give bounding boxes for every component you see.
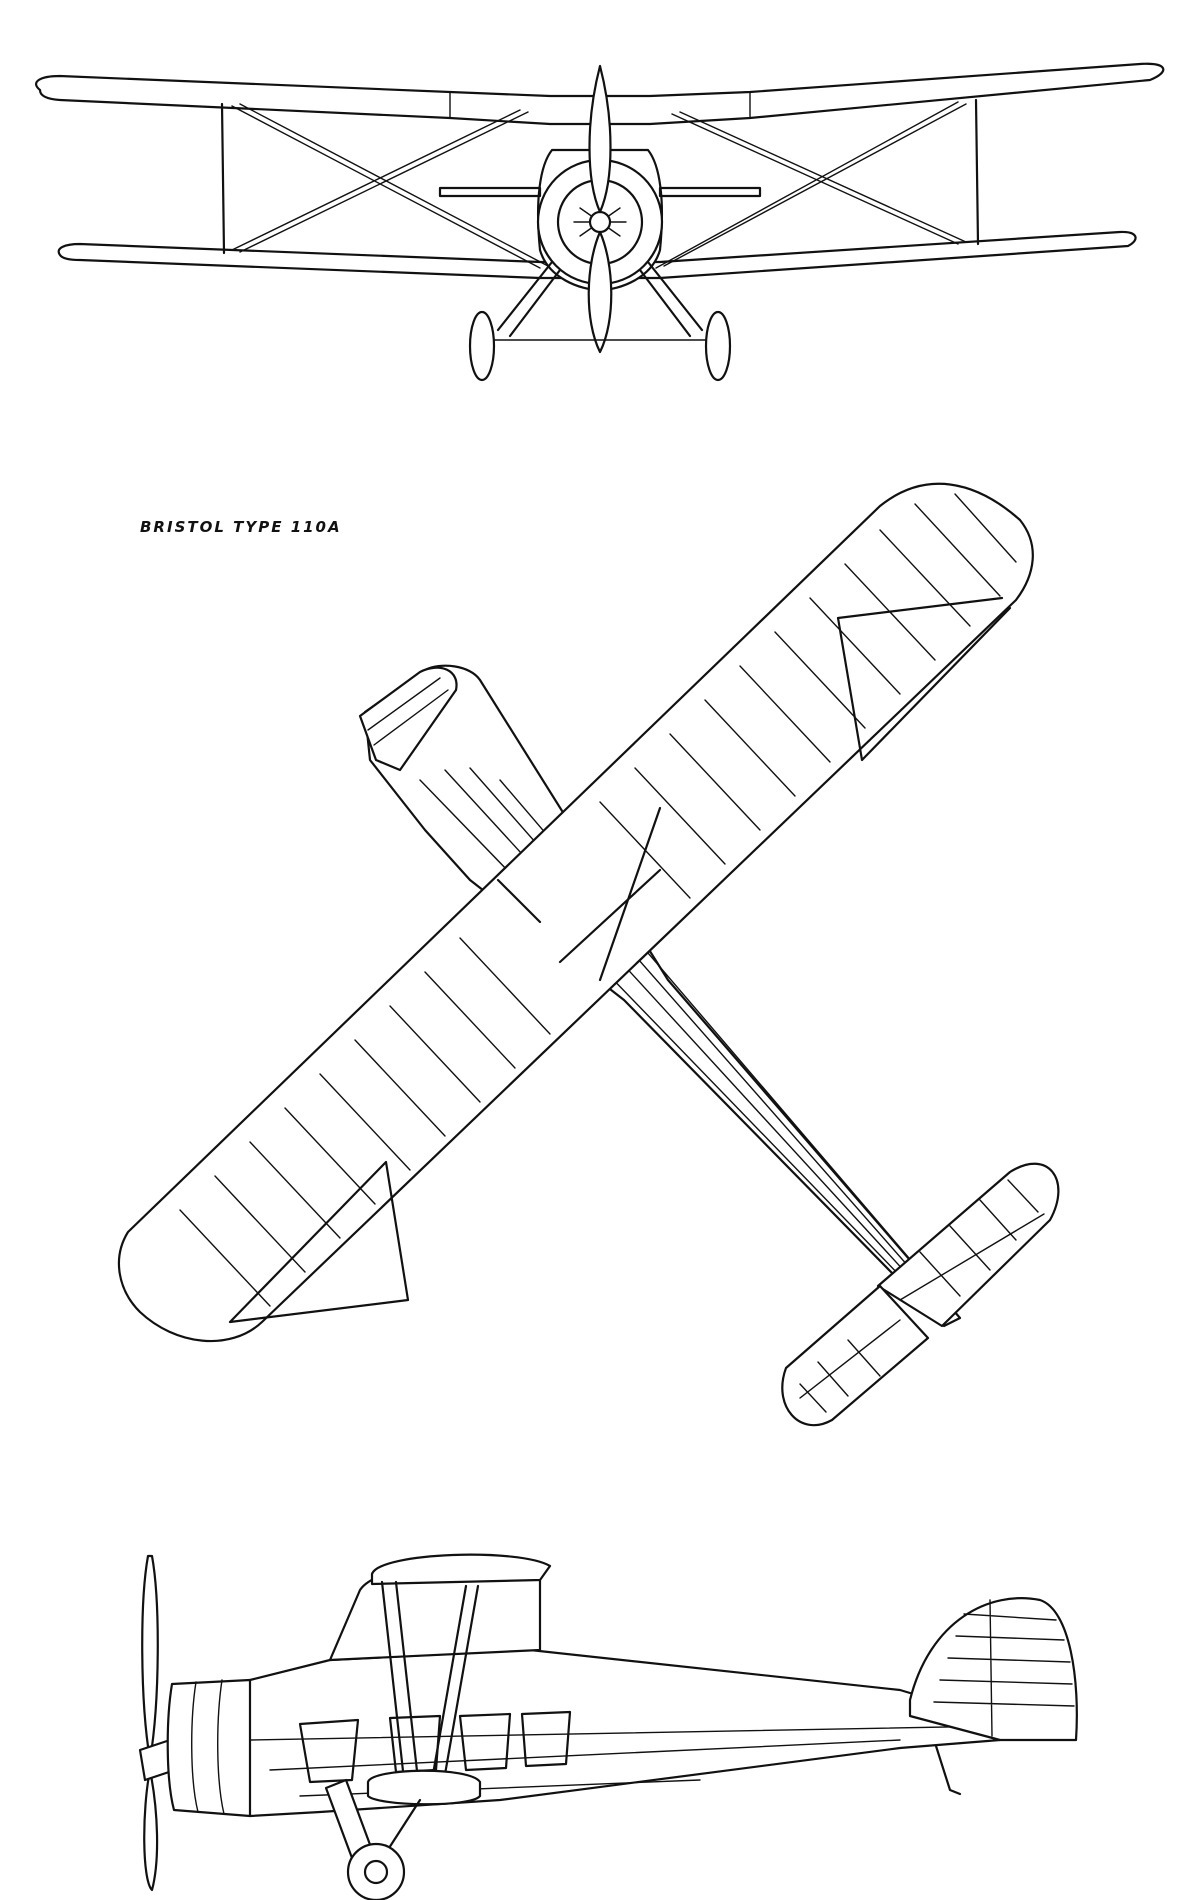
front-right-wheel	[704, 310, 732, 382]
side-wheel	[346, 1842, 406, 1900]
front-upper-wing	[35, 62, 1165, 126]
side-struts	[380, 1580, 480, 1782]
side-view	[138, 1553, 1078, 1900]
side-upper-wing	[370, 1553, 552, 1586]
plan-aileron-starboard	[836, 596, 1012, 762]
front-propeller-blade-upper	[588, 64, 612, 214]
side-rudder-ribs	[933, 1599, 1075, 1737]
front-right-bracing-wires	[655, 101, 967, 269]
front-lower-wing	[57, 230, 1137, 280]
plan-tailplane-ribs	[799, 1179, 1039, 1413]
plan-wing-center-section	[496, 806, 662, 982]
front-left-outer-strut	[220, 102, 226, 255]
front-view	[35, 62, 1165, 382]
drawing-title: BRISTOL TYPE 110A	[140, 518, 342, 536]
side-fuselage-stringers	[249, 1725, 1001, 1797]
front-spinner	[588, 210, 612, 234]
front-right-outer-strut	[974, 98, 980, 246]
plan-elevator-hinge	[799, 1213, 1045, 1399]
plan-tailplane-starboard	[876, 1162, 1060, 1328]
side-wheel-hub	[363, 1859, 389, 1885]
side-cowling-rings	[191, 1679, 225, 1815]
side-propeller	[141, 1554, 159, 1892]
plan-wing	[117, 482, 1034, 1343]
front-left-wheel	[468, 310, 496, 382]
front-undercarriage-legs	[496, 260, 704, 338]
plan-view	[117, 482, 1060, 1427]
front-left-bracing-wires	[231, 103, 549, 269]
plan-fuselage-stringers	[419, 767, 951, 1313]
side-lower-wing	[366, 1769, 482, 1806]
plan-nose-details	[367, 677, 449, 746]
side-tail-skid	[934, 1744, 962, 1796]
front-propeller-blade-lower	[587, 230, 613, 354]
side-engine-cowling	[166, 1678, 258, 1818]
plan-wing-ribs	[179, 493, 1017, 1307]
front-fairings	[438, 186, 762, 198]
front-upper-wing-center-section	[449, 91, 751, 119]
